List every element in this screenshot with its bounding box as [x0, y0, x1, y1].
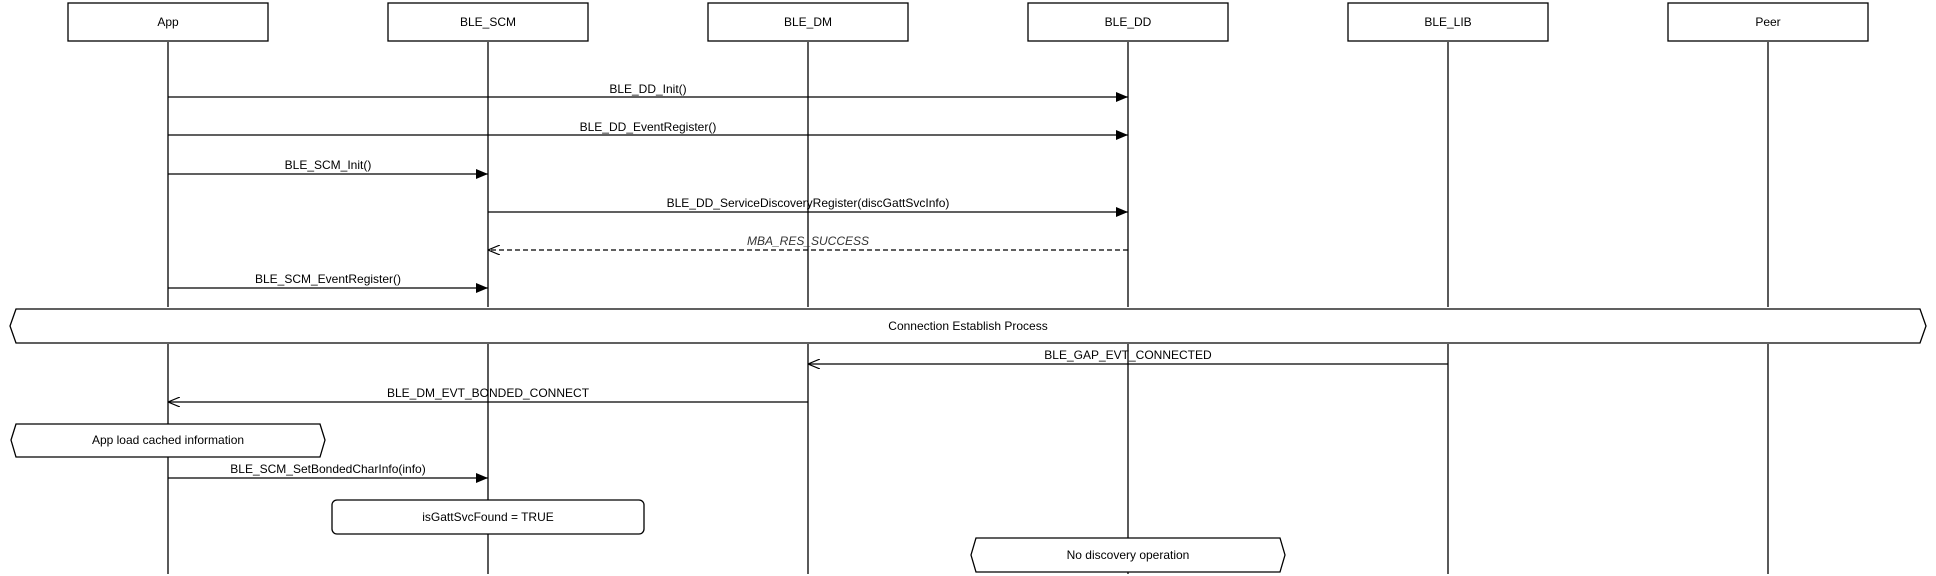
participant-label: BLE_DD: [1105, 15, 1152, 29]
participant-label: App: [157, 15, 179, 29]
participant-label: BLE_SCM: [460, 15, 516, 29]
participant-ble-dm: BLE_DM: [707, 2, 909, 42]
message-label: BLE_SCM_SetBondedCharInfo(info): [230, 462, 425, 476]
connection-establish-process: Connection Establish Process: [9, 308, 1927, 344]
participant-label: BLE_LIB: [1424, 15, 1471, 29]
lifelines: [167, 42, 1769, 574]
participant-ble-scm: BLE_SCM: [387, 2, 589, 42]
participant-peer: Peer: [1667, 2, 1869, 42]
state-is-gatt-svc-found: isGattSvcFound = TRUE: [331, 499, 645, 535]
message-mba-res-success: MBA_RES_SUCCESS: [488, 234, 1128, 250]
message-ble-gap-evt-connected: BLE_GAP_EVT_CONNECTED: [808, 348, 1448, 364]
message-label: BLE_SCM_Init(): [285, 158, 372, 172]
participant-ble-lib: BLE_LIB: [1347, 2, 1549, 42]
message-label: BLE_DD_Init(): [609, 82, 686, 96]
note-app-load-cached-information: App load cached information: [10, 423, 326, 458]
note-label: No discovery operation: [1067, 548, 1190, 562]
message-label: BLE_SCM_EventRegister(): [255, 272, 401, 286]
participant-label: BLE_DM: [784, 15, 832, 29]
message-label: BLE_GAP_EVT_CONNECTED: [1044, 348, 1212, 362]
participant-ble-dd: BLE_DD: [1027, 2, 1229, 42]
message-label: BLE_DD_EventRegister(): [580, 120, 717, 134]
message-ble-scm-set-bonded-char-info: BLE_SCM_SetBondedCharInfo(info): [168, 462, 488, 483]
message-service-discovery-register: BLE_DD_ServiceDiscoveryRegister(discGatt…: [488, 196, 1128, 217]
note-no-discovery-operation: No discovery operation: [970, 537, 1286, 573]
state-label: isGattSvcFound = TRUE: [422, 510, 554, 524]
message-label: BLE_DM_EVT_BONDED_CONNECT: [387, 386, 590, 400]
message-ble-scm-init: BLE_SCM_Init(): [168, 158, 488, 179]
note-label: App load cached information: [92, 433, 244, 447]
message-label: BLE_DD_ServiceDiscoveryRegister(discGatt…: [667, 196, 950, 210]
connection-label: Connection Establish Process: [888, 319, 1047, 333]
message-label: MBA_RES_SUCCESS: [747, 234, 869, 248]
message-ble-scm-event-register: BLE_SCM_EventRegister(): [168, 272, 488, 293]
participant-label: Peer: [1755, 15, 1780, 29]
message-ble-dd-event-register: BLE_DD_EventRegister(): [168, 120, 1128, 140]
message-ble-dd-init: BLE_DD_Init(): [168, 82, 1128, 102]
message-ble-dm-evt-bonded-connect: BLE_DM_EVT_BONDED_CONNECT: [168, 386, 808, 402]
participant-app: App: [67, 2, 269, 42]
